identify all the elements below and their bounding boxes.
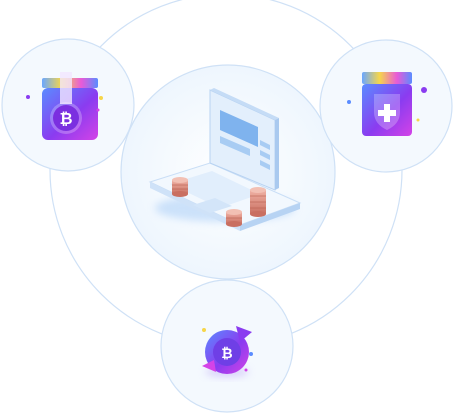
coin-stack-icon xyxy=(172,177,188,197)
shield-node xyxy=(319,39,453,173)
sparkle-icon xyxy=(416,118,420,122)
sparkle-icon xyxy=(244,368,248,372)
sparkle-icon xyxy=(96,108,100,112)
sparkle-icon xyxy=(347,100,351,104)
center-node xyxy=(120,64,336,280)
bitcoin-exchange-icon: ₿ xyxy=(202,326,252,377)
sparkle-icon xyxy=(26,95,30,99)
coin-stack-icon xyxy=(250,187,266,217)
bitcoin-medal-node: ₿ xyxy=(1,38,135,172)
coin-stack-icon xyxy=(226,209,242,227)
sparkle-icon xyxy=(249,352,253,356)
sparkle-icon xyxy=(421,87,427,93)
laptop-with-coins-icon xyxy=(148,88,302,231)
sparkle-icon xyxy=(99,96,103,100)
bitcoin-exchange-node: ₿ xyxy=(160,279,294,413)
sparkle-icon xyxy=(202,328,206,332)
svg-text:₿: ₿ xyxy=(221,346,232,362)
svg-text:₿: ₿ xyxy=(59,109,72,128)
bitcoin-medal-icon: ₿ xyxy=(42,72,98,140)
shield-plus-icon xyxy=(362,72,412,136)
